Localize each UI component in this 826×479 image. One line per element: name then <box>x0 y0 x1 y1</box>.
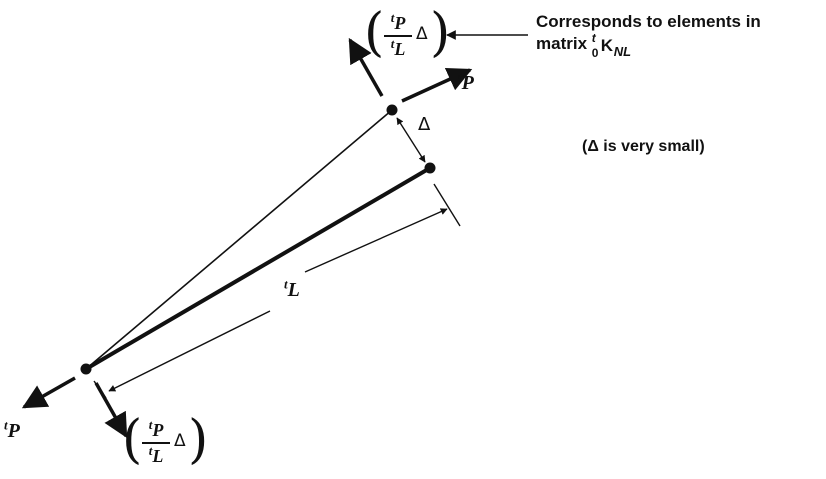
fraction-delta: Δ <box>174 431 186 451</box>
fraction: tP tL <box>384 10 412 60</box>
bottom-node <box>80 363 92 375</box>
displaced-top-node <box>386 104 398 116</box>
fraction-bar <box>142 442 170 444</box>
right-paren: ) <box>188 410 209 470</box>
delta-label: Δ <box>418 114 431 135</box>
fraction-denominator: tL <box>148 443 164 466</box>
left-paren: ( <box>122 410 143 470</box>
deformed-bar-line <box>85 109 393 370</box>
length-label: tL <box>284 276 300 301</box>
axial-force-arrow-top <box>401 68 473 103</box>
fraction-numerator: tP <box>148 417 164 440</box>
length-dimension-arrow-lower <box>108 310 271 392</box>
original-top-node <box>424 162 436 174</box>
delta-small-note: (Δ is very small) <box>582 138 705 155</box>
matrix-symbol: t 0 K NL <box>591 30 632 60</box>
left-paren: ( <box>364 3 385 63</box>
callout-line2: matrix t 0 K NL <box>536 30 632 60</box>
transverse-force-arrow-top <box>348 37 384 97</box>
force-label-top: tP <box>458 69 474 94</box>
length-extension-top <box>433 183 461 227</box>
callout-line1: Corresponds to elements in <box>536 12 761 31</box>
fraction-numerator: tP <box>390 10 406 33</box>
axial-force-arrow-bottom <box>21 376 76 409</box>
fraction-denominator: tL <box>390 36 406 59</box>
transverse-force-label-top: ( tP tL Δ ) <box>364 4 450 66</box>
transverse-force-label-bottom: ( tP tL Δ ) <box>122 411 208 473</box>
original-bar-line <box>84 166 432 371</box>
right-paren: ) <box>430 3 451 63</box>
length-dimension-arrow-upper <box>304 208 448 273</box>
callout-text: Corresponds to elements in matrix t 0 K … <box>536 11 761 60</box>
fraction-delta: Δ <box>416 24 428 44</box>
delta-dimension-arrow <box>396 117 426 163</box>
force-label-bottom: tP <box>4 417 20 442</box>
fraction: tP tL <box>142 417 170 467</box>
fraction-bar <box>384 35 412 37</box>
length-extension-bottom <box>93 380 107 399</box>
